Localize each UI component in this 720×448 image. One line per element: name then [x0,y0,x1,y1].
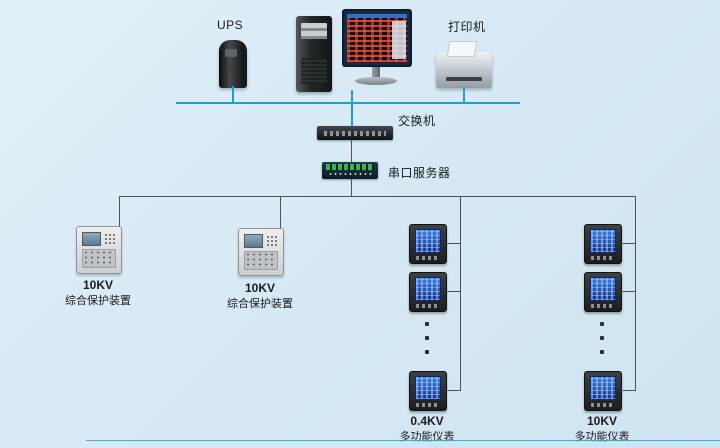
protection-device-icon [238,228,284,276]
meter-buttons [416,256,440,260]
ups-icon [219,40,247,88]
meter-buttons [591,304,615,308]
protection-device-1-voltage: 10KV [82,278,114,292]
printer-label: 打印机 [448,20,486,34]
protection-device-2-label: 10KV 综合保护装置 [215,281,305,311]
protection-device-2-name: 综合保护装置 [227,297,293,310]
wire-server-drop [351,179,352,196]
meter-column-2-voltage: 10KV [586,414,618,428]
meter-icon [584,371,622,411]
meter-column-1-label: 0.4KV 多功能仪表 [382,414,472,444]
meter-screen [415,376,441,400]
meter-column-2-label: 10KV 多功能仪表 [557,414,647,444]
wire-riser-meter-column-1 [460,196,461,391]
protection-device-keypad [82,249,116,268]
protection-device-screen [82,232,101,246]
ups-label: UPS [217,18,244,32]
meter-buttons [591,256,615,260]
wire-printer-drop [463,87,465,103]
meter-icon [409,272,447,312]
bottom-border-line [86,440,720,441]
wire-stub [446,291,460,292]
meter-screen [590,229,616,253]
meter-icon [584,224,622,264]
meter-column-2-name: 多功能仪表 [574,430,630,443]
wire-computer-drop [351,90,353,103]
monitor-screen-panel [392,21,406,59]
meter-icon [409,224,447,264]
meter-screen [590,277,616,301]
meter-buttons [416,403,440,407]
meter-buttons [591,403,615,407]
meter-column-1-voltage: 0.4KV [410,414,444,428]
network-bus-line [176,102,520,104]
distribution-bus-line [119,196,636,197]
wire-riser-meter-column-2 [635,196,636,391]
protection-device-2-voltage: 10KV [244,281,276,295]
protection-device-1-label: 10KV 综合保护装置 [53,278,143,308]
protection-device-1-name: 综合保护装置 [65,294,131,307]
ellipsis-dots [600,322,604,354]
switch-icon [317,126,393,140]
meter-screen [415,229,441,253]
wire-stub [621,291,635,292]
wire-switch-to-server [351,140,352,162]
serial-server-label: 串口服务器 [388,166,451,180]
protection-device-leds [266,235,279,246]
wire-stub [446,243,460,244]
ellipsis-dots [425,322,429,354]
wire-ups-drop [232,86,234,103]
meter-icon [409,371,447,411]
protection-device-screen [244,234,263,248]
monitor-screen [347,14,407,62]
meter-buttons [416,304,440,308]
wire-bus-to-switch [351,104,353,126]
meter-screen [415,277,441,301]
protection-device-icon [76,226,122,274]
monitor-stand-base [355,77,397,85]
wire-drop-protection-1 [119,196,120,227]
serial-server-icon [322,162,378,179]
wire-stub [621,390,635,391]
meter-icon [584,272,622,312]
monitor-icon [342,9,412,67]
protection-device-leds [104,233,117,244]
protection-device-keypad [244,251,278,270]
monitor-stand-neck [372,67,380,78]
switch-label: 交换机 [398,114,436,128]
wire-stub [446,390,460,391]
wire-stub [621,243,635,244]
meter-column-1-name: 多功能仪表 [399,430,455,443]
printer-icon [436,52,492,88]
computer-tower-icon [296,16,332,92]
meter-screen [590,376,616,400]
wire-drop-protection-2 [280,196,281,229]
